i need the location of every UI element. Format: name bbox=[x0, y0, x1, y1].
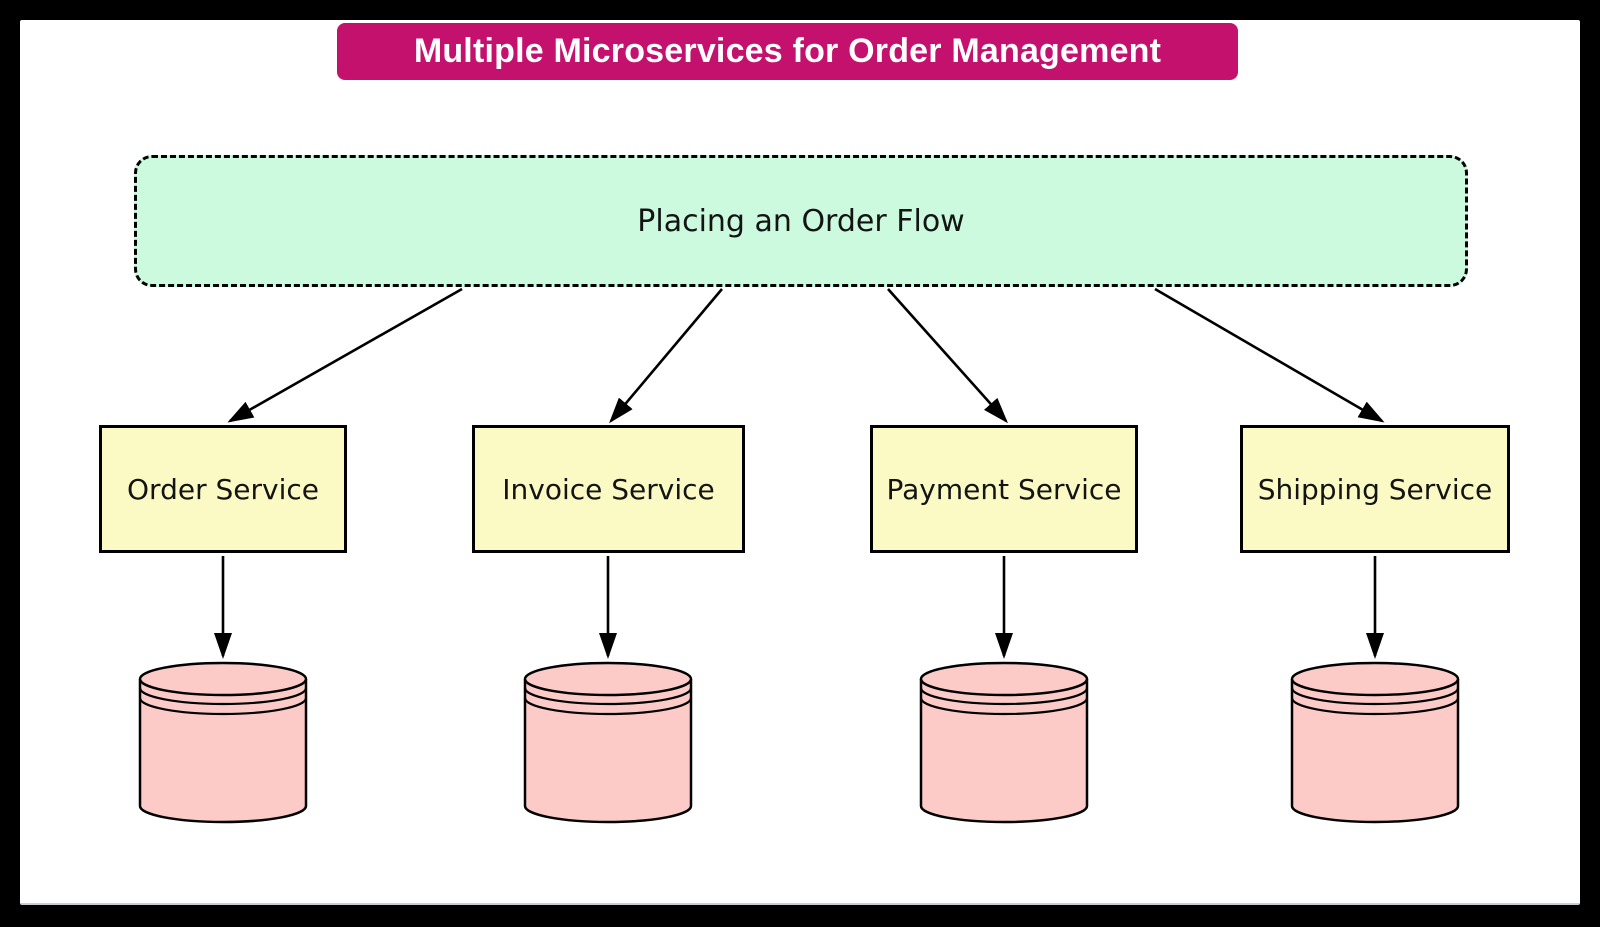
diagram-canvas: Multiple Microservices for Order Managem… bbox=[20, 20, 1580, 905]
service-node-shipping: Shipping Service bbox=[1240, 425, 1510, 553]
service-node-payment: Payment Service bbox=[870, 425, 1138, 553]
service-node-label: Shipping Service bbox=[1257, 472, 1493, 506]
service-node-label: Invoice Service bbox=[502, 472, 715, 506]
service-node-label: Order Service bbox=[127, 472, 319, 506]
service-node-label: Payment Service bbox=[886, 472, 1122, 506]
title-banner: Multiple Microservices for Order Managem… bbox=[337, 23, 1238, 80]
flow-node-label: Placing an Order Flow bbox=[637, 203, 965, 239]
service-node-invoice: Invoice Service bbox=[472, 425, 745, 553]
diagram-title: Multiple Microservices for Order Managem… bbox=[413, 32, 1162, 70]
flow-node-placing-order: Placing an Order Flow bbox=[134, 155, 1468, 287]
service-node-order: Order Service bbox=[99, 425, 347, 553]
